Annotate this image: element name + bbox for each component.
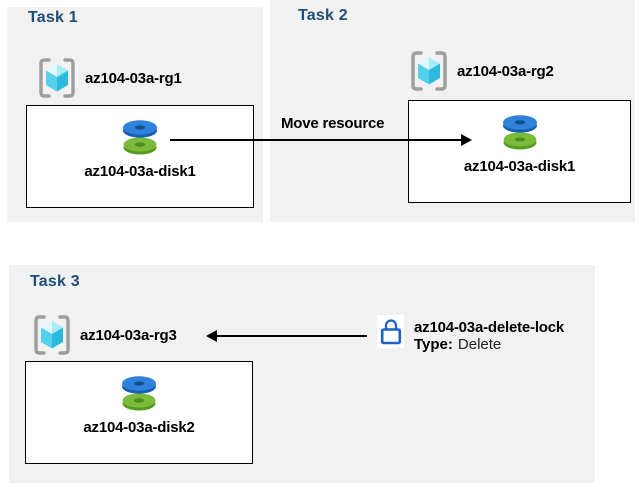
task1-heading: Task 1 (28, 9, 78, 26)
lock-icon-background (377, 315, 404, 348)
resource-group-icon (33, 314, 71, 356)
task3-disk-label: az104-03a-disk2 (83, 419, 195, 436)
task3-panel: Task 3 az104-03a-rg3 az104-03a-disk2 az1… (9, 265, 595, 483)
task1-resource-box: az104-03a-disk1 (26, 105, 254, 208)
lock-name-label: az104-03a-delete-lock (414, 319, 565, 336)
lock-type-value: Delete (457, 336, 502, 353)
resource-group-icon (410, 50, 448, 92)
move-arrow-line (170, 139, 463, 141)
lock-text-block: az104-03a-delete-lock Type:Delete (414, 319, 564, 353)
task1-disk-label: az104-03a-disk1 (84, 163, 196, 180)
task3-resource-box: az104-03a-disk2 (25, 361, 253, 464)
task2-panel: Task 2 az104-03a-rg2 az104-03a-disk1 (270, 0, 635, 222)
task2-disk-label: az104-03a-disk1 (463, 158, 576, 175)
task2-heading: Task 2 (298, 7, 348, 24)
disk-icon (494, 113, 546, 151)
lock-arrow-line (215, 335, 367, 337)
lock-type-label: Type: (414, 336, 453, 353)
task3-heading: Task 3 (30, 273, 80, 290)
delete-lock-group: az104-03a-delete-lock Type:Delete (377, 315, 564, 353)
task3-rg-label: az104-03a-rg3 (80, 326, 177, 344)
disk-icon (114, 118, 166, 156)
lock-type-line: Type:Delete (414, 336, 564, 353)
task2-rg-label: az104-03a-rg2 (457, 62, 554, 80)
task1-rg-label: az104-03a-rg1 (85, 69, 182, 87)
resource-group-icon (38, 57, 76, 99)
task2-resource-box: az104-03a-disk1 (408, 100, 631, 203)
task3-resource-group: az104-03a-rg3 (33, 314, 177, 356)
task2-resource-group: az104-03a-rg2 (410, 50, 554, 92)
lock-icon (378, 316, 404, 348)
move-resource-label: Move resource (281, 115, 385, 132)
move-arrowhead-icon (461, 134, 472, 146)
disk-icon (113, 374, 165, 412)
lock-arrowhead-icon (206, 330, 217, 342)
task1-resource-group: az104-03a-rg1 (38, 57, 182, 99)
task1-panel: Task 1 az104-03a-rg1 az104-03a-disk1 (7, 7, 263, 222)
